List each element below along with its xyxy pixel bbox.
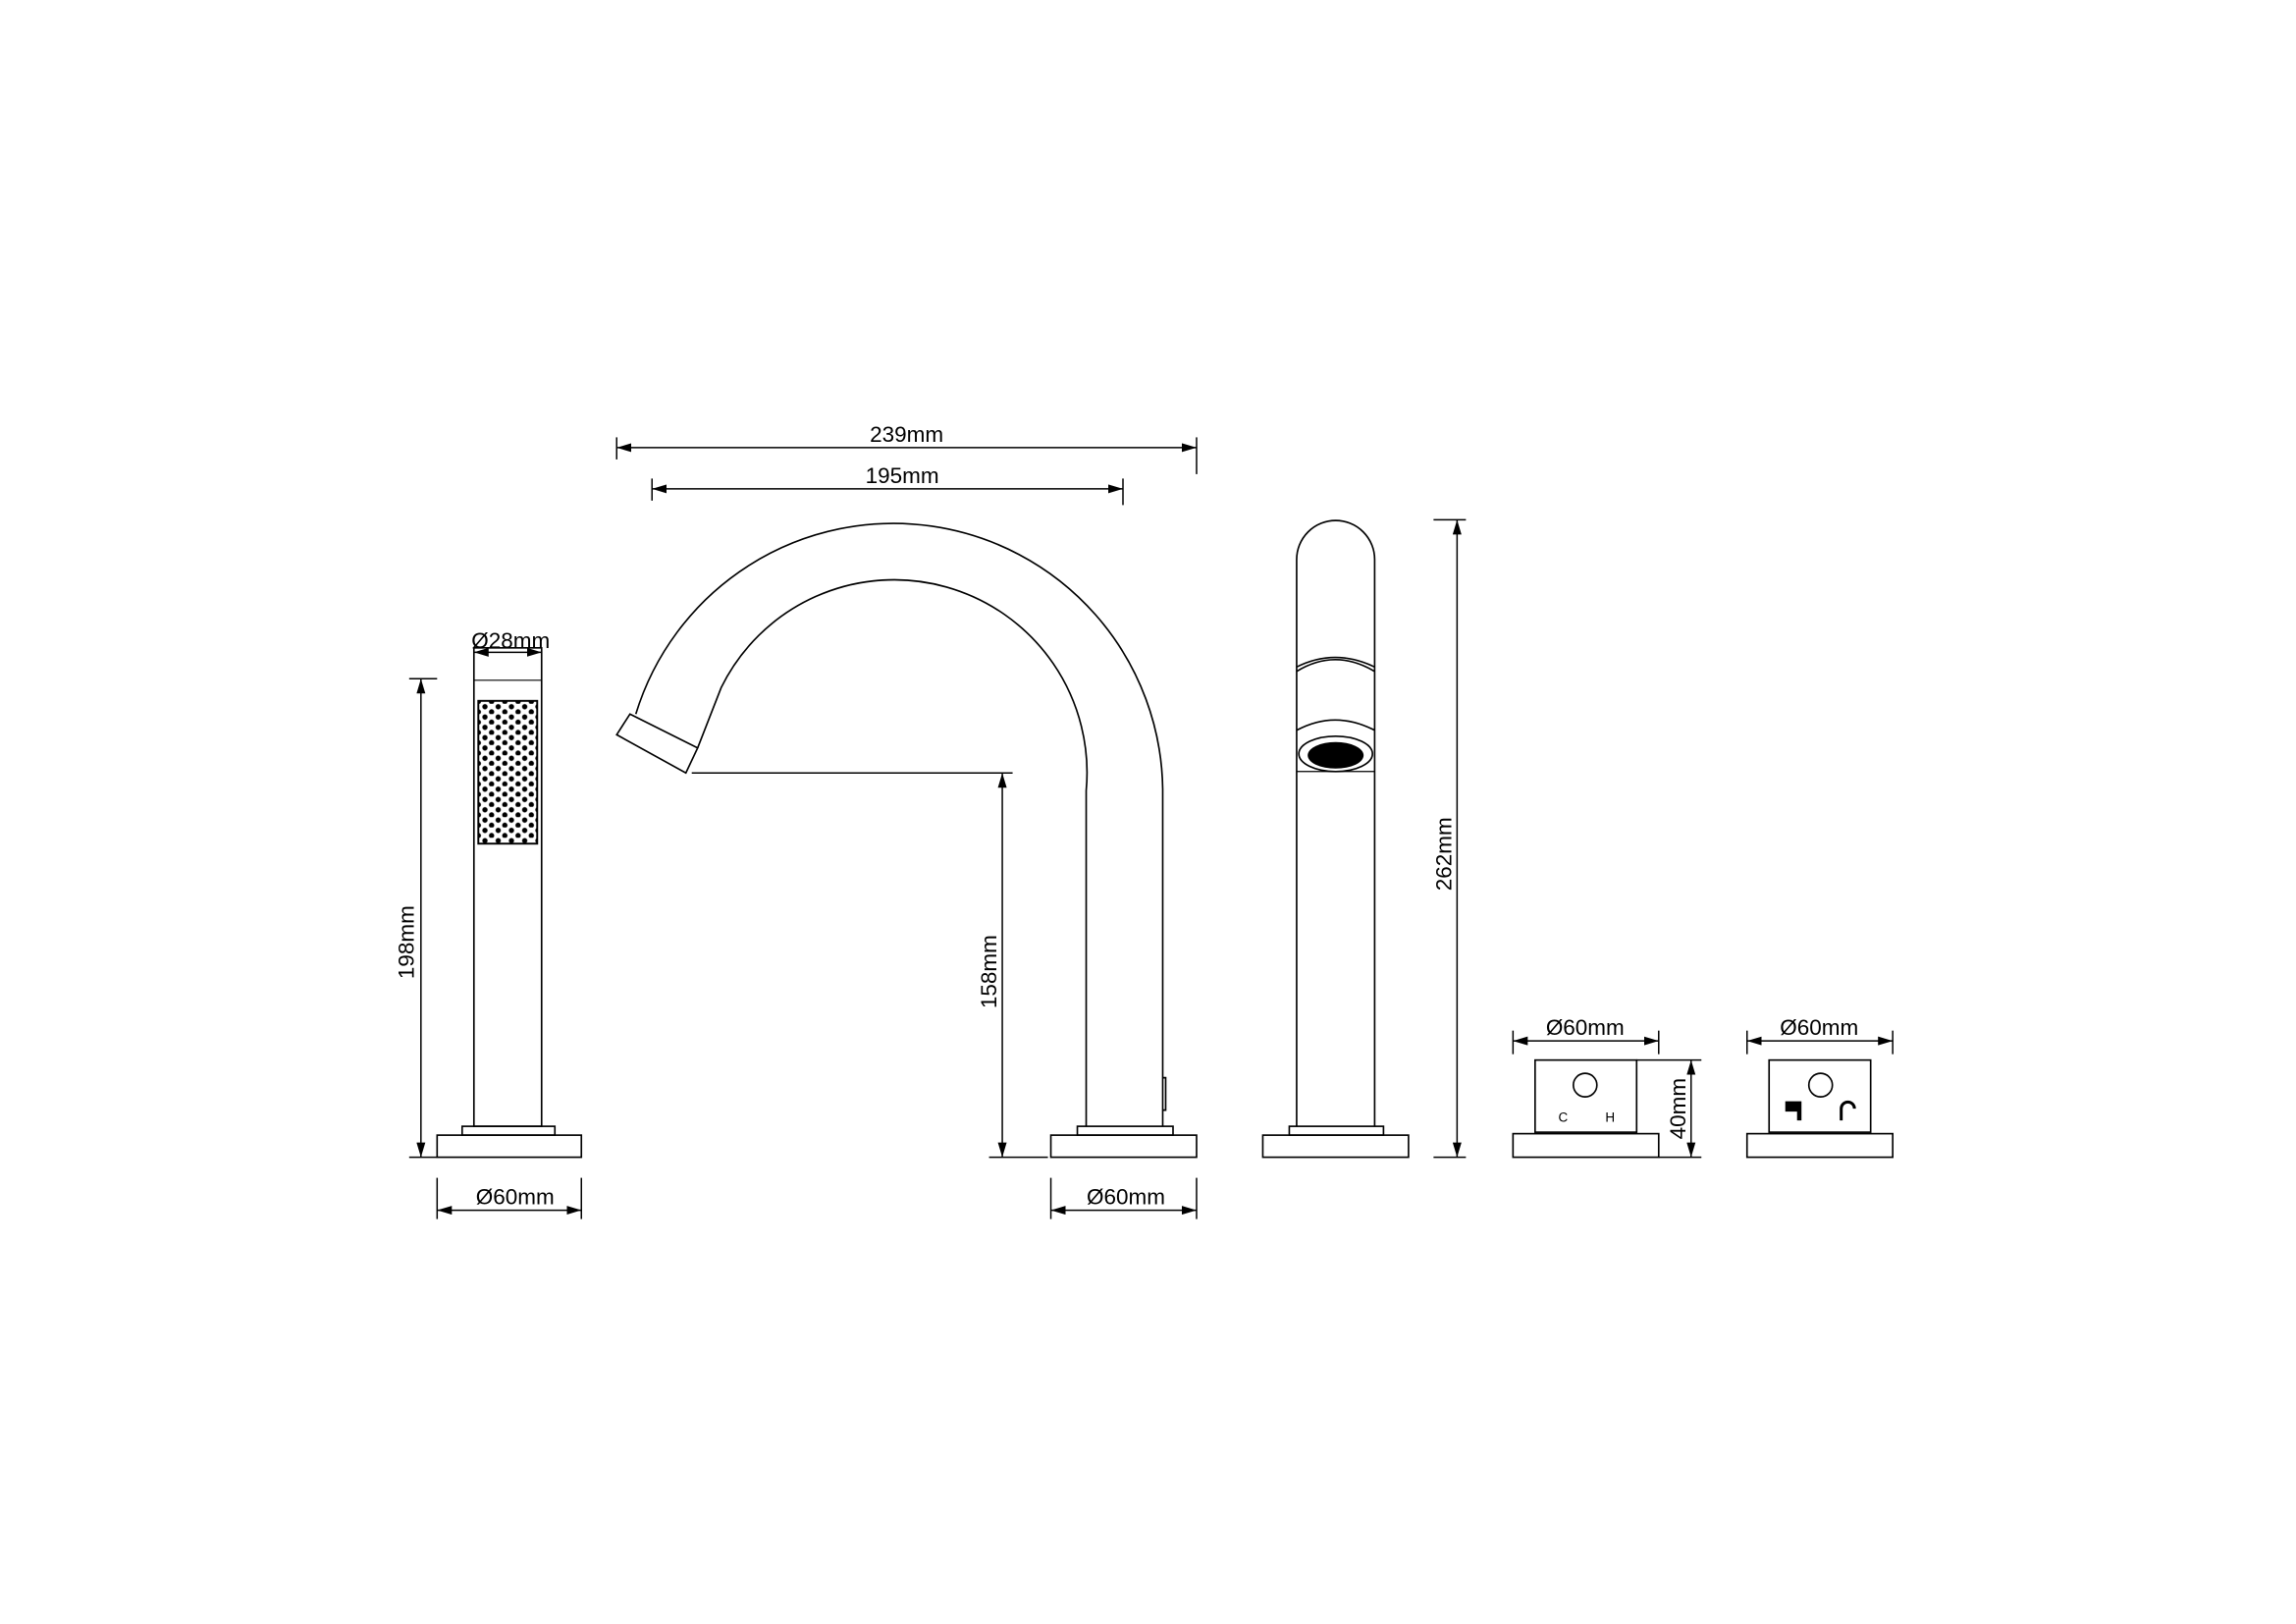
aerator: [1308, 741, 1364, 769]
dim-label: 40mm: [1666, 1078, 1690, 1139]
shower-face: [477, 699, 539, 845]
diverter-valve: [1745, 1058, 1895, 1159]
dim-handshower-base: Ø60mm: [436, 1177, 582, 1219]
spout: [615, 522, 1198, 1159]
hot-label: H: [1605, 1110, 1615, 1125]
handshower-icon: [1785, 1101, 1802, 1121]
spout-icon: [1840, 1100, 1856, 1121]
spout-side-view: [1261, 519, 1410, 1159]
dim-label: Ø60mm: [1546, 1015, 1625, 1040]
dim-handshower-diameter: Ø28mm: [471, 628, 550, 657]
dim-handshower-height: 198mm: [394, 677, 438, 1159]
dim-total-height: 262mm: [1431, 518, 1467, 1159]
dim-valve1-base: Ø60mm: [1512, 1015, 1660, 1055]
dim-valve-height: 40mm: [1636, 1058, 1702, 1159]
dim-valve2-base: Ø60mm: [1745, 1015, 1894, 1055]
dim-outlet-height: 158mm: [691, 772, 1048, 1159]
dim-label: 239mm: [870, 422, 943, 447]
cold-label: C: [1558, 1110, 1568, 1125]
dim-reach: 195mm: [651, 463, 1124, 506]
dim-label: 195mm: [866, 463, 939, 488]
dim-spout-base: Ø60mm: [1049, 1177, 1198, 1219]
dim-label: 198mm: [394, 905, 418, 979]
dim-label: 158mm: [977, 935, 1001, 1008]
dim-label: Ø28mm: [471, 628, 550, 653]
handshower: [436, 646, 583, 1159]
dim-label: Ø60mm: [1087, 1185, 1165, 1210]
dim-label: 262mm: [1431, 817, 1456, 891]
dim-overall-width: 239mm: [615, 422, 1198, 474]
dim-label: Ø60mm: [476, 1185, 555, 1210]
mixer-valve: C H: [1512, 1058, 1660, 1159]
dim-label: Ø60mm: [1780, 1015, 1858, 1040]
